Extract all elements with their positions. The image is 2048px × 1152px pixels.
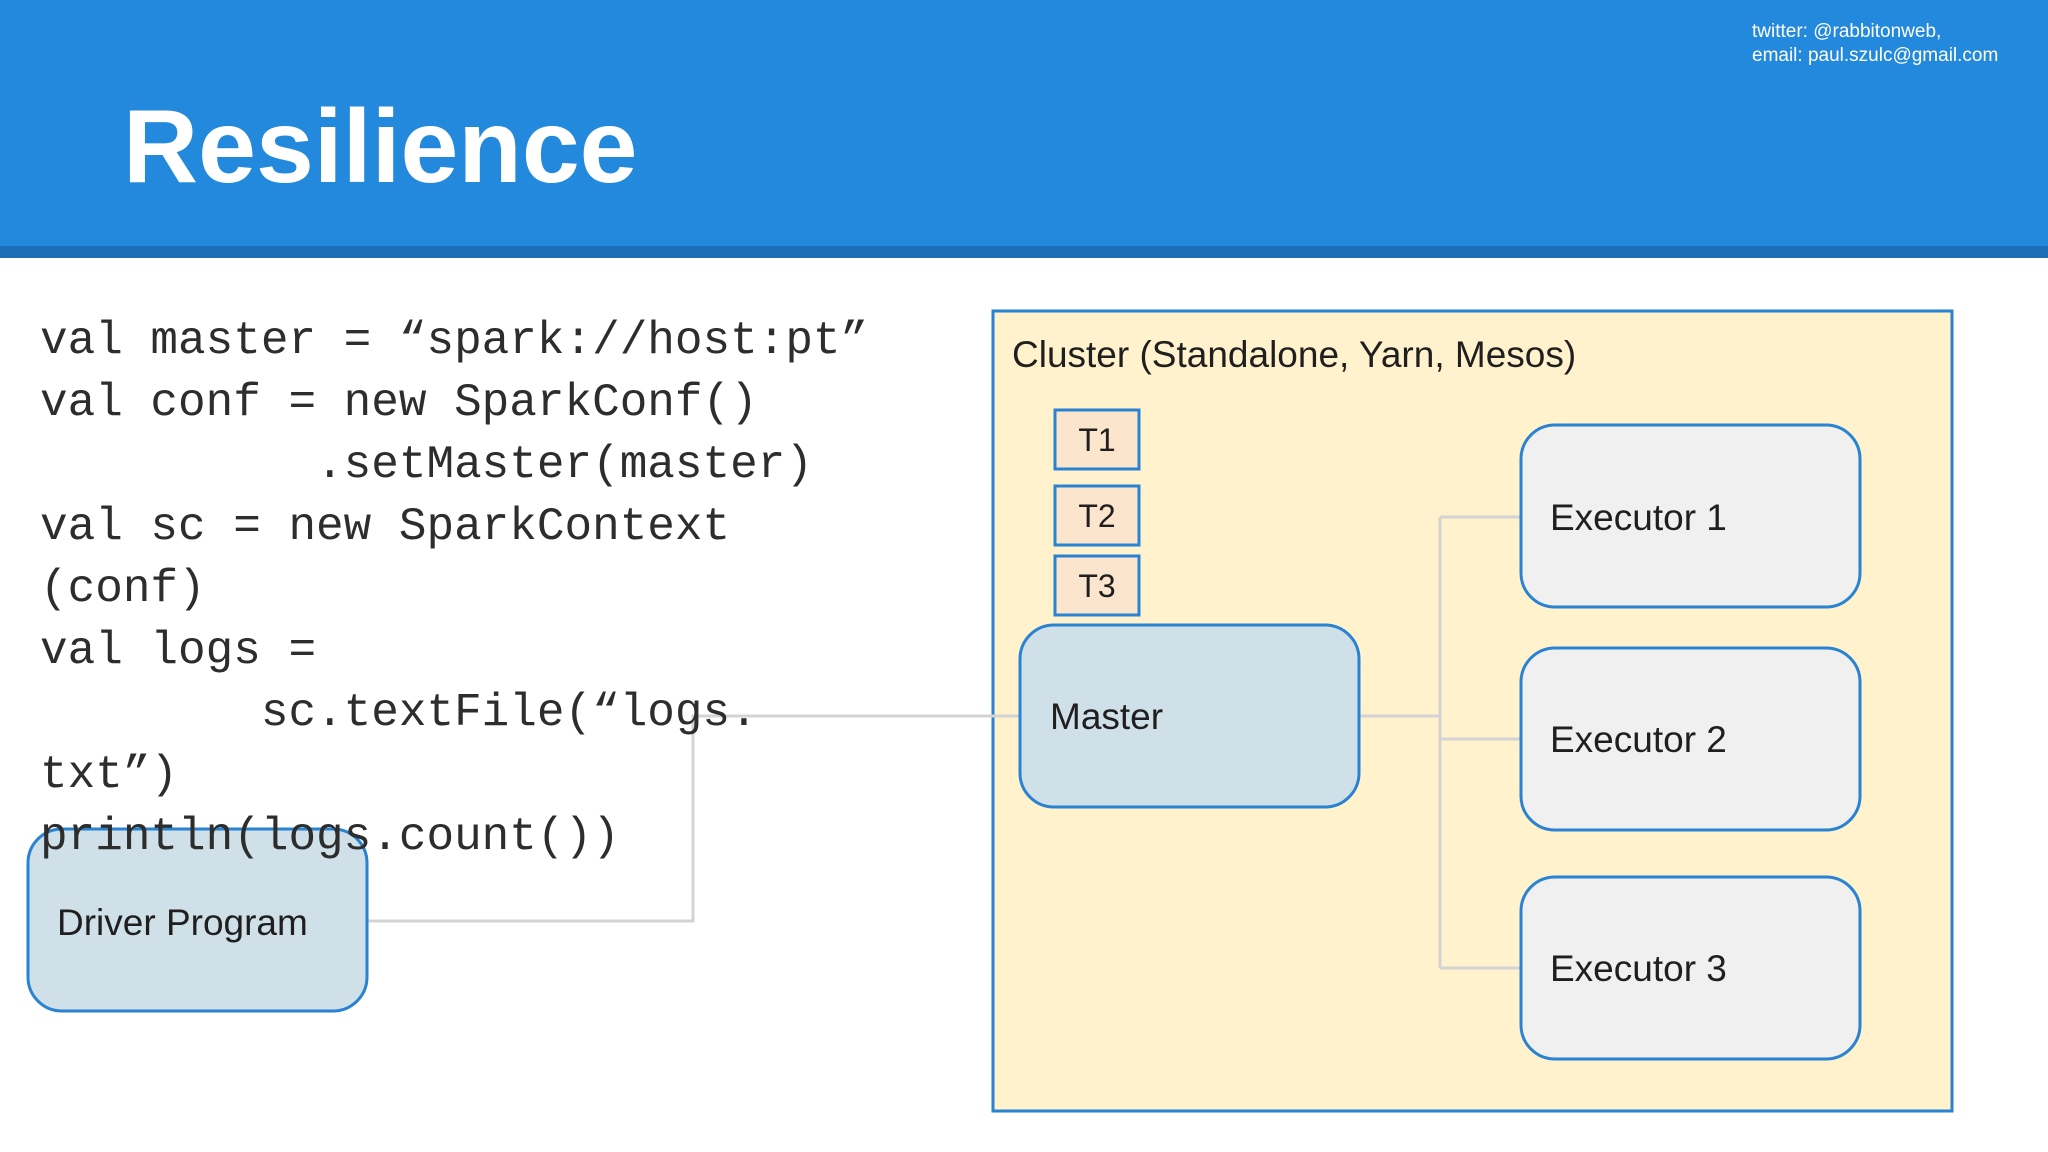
driver-label: Driver Program: [57, 902, 308, 943]
master-box: [1018, 623, 1361, 809]
contact-email: email: paul.szulc@gmail.com: [1752, 45, 1999, 66]
code-line: sc.textFile(“logs.: [40, 687, 758, 739]
contact-info: twitter: @rabbitonweb, email: paul.szulc…: [1752, 20, 1998, 68]
header-strip: [0, 246, 2048, 258]
executor-label-2: Executor 2: [1550, 719, 1727, 760]
task-box-t1: [1053, 408, 1141, 471]
code-line: val master = “spark://host:pt”: [40, 315, 869, 367]
code-line: txt”): [40, 749, 179, 801]
code-block: val master = “spark://host:pt” val conf =…: [40, 310, 868, 868]
code-line: val conf = new SparkConf(): [40, 377, 758, 429]
slide-title: Resilience: [123, 89, 638, 205]
code-line: (conf): [40, 563, 206, 615]
task-label-t2: T2: [1078, 498, 1116, 534]
executor-box-2: [1519, 646, 1862, 832]
code-line: .setMaster(master): [40, 439, 813, 491]
contact-twitter: twitter: @rabbitonweb,: [1752, 21, 1942, 42]
driver-box: [26, 827, 369, 1013]
code-line: val sc = new SparkContext: [40, 501, 731, 553]
executor-box-3: [1519, 875, 1862, 1061]
driver-to-master-connector: [367, 714, 1020, 923]
executor-label-1: Executor 1: [1550, 497, 1727, 538]
executor-label-3: Executor 3: [1550, 948, 1727, 989]
header-bar: [0, 0, 2048, 246]
task-label-t1: T1: [1078, 422, 1116, 458]
task-label-t3: T3: [1078, 568, 1116, 604]
task-box-t2: [1053, 484, 1141, 547]
task-box-t3: [1053, 554, 1141, 617]
code-line: println(logs.count()): [40, 811, 620, 863]
code-line: val logs =: [40, 625, 317, 677]
connectors: [367, 515, 1521, 970]
master-label: Master: [1050, 696, 1164, 737]
cluster-label: Cluster (Standalone, Yarn, Mesos): [1012, 334, 1577, 375]
executor-box-1: [1519, 423, 1862, 609]
